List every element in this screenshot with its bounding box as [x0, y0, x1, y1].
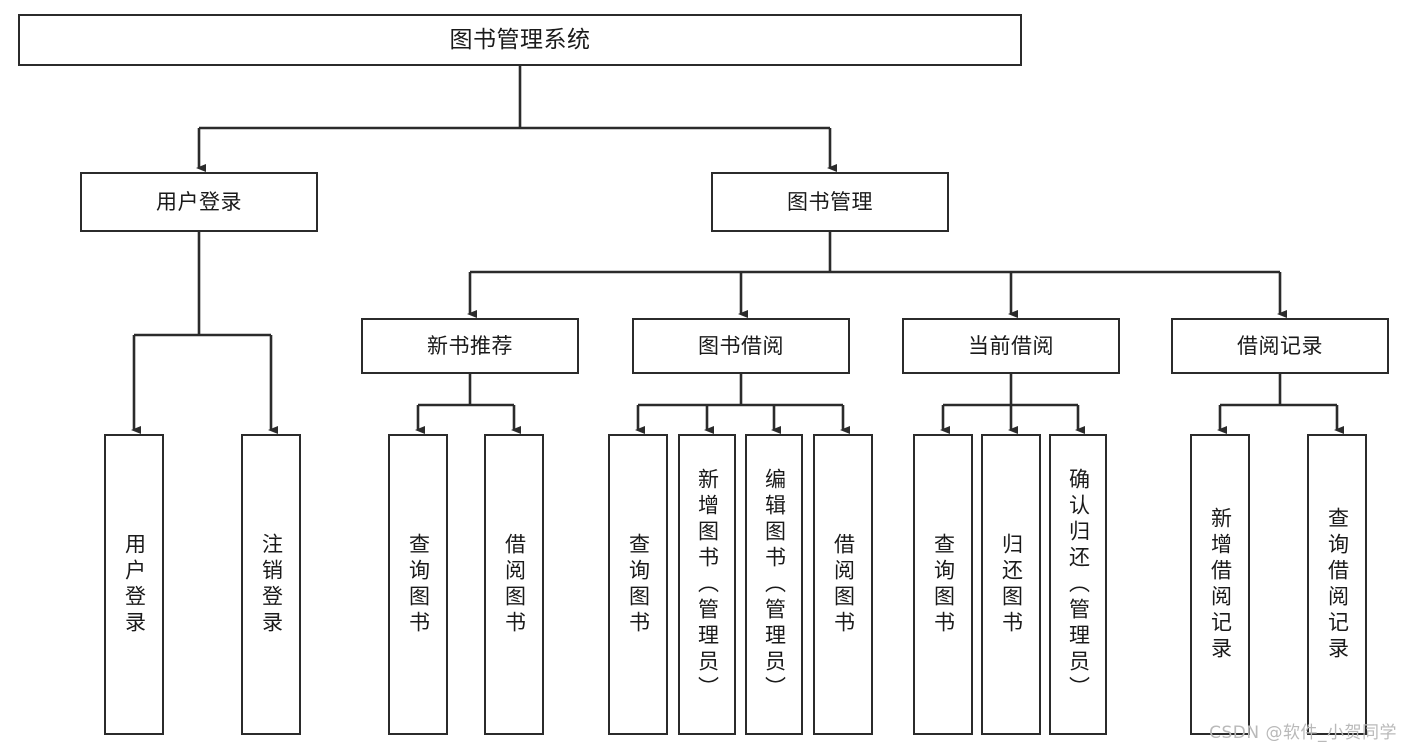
node-user-login-label: 用户登录	[156, 189, 242, 214]
node-borrow-record[interactable]: 借阅记录	[1171, 318, 1389, 374]
node-book-borrow-label: 图书借阅	[698, 333, 784, 358]
node-leaf-return-book-label: 归还图书	[999, 532, 1024, 637]
node-root[interactable]: 图书管理系统	[18, 14, 1022, 66]
node-borrow-record-label: 借阅记录	[1237, 333, 1323, 358]
node-leaf-borrow-book-1-label: 借阅图书	[502, 532, 527, 637]
node-book-manage-label: 图书管理	[787, 189, 873, 214]
node-current-borrow[interactable]: 当前借阅	[902, 318, 1120, 374]
node-leaf-user-login-label: 用户登录	[122, 532, 147, 637]
node-root-label: 图书管理系统	[449, 26, 591, 53]
node-leaf-confirm-return-label: 确认归还（管理员）	[1066, 467, 1091, 702]
node-leaf-add-book[interactable]: 新增图书（管理员）	[678, 434, 736, 735]
node-leaf-query-record-label: 查询借阅记录	[1325, 506, 1350, 663]
node-leaf-add-record[interactable]: 新增借阅记录	[1190, 434, 1250, 735]
node-current-borrow-label: 当前借阅	[968, 333, 1054, 358]
node-leaf-borrow-book-1[interactable]: 借阅图书	[484, 434, 544, 735]
node-leaf-query-book-2-label: 查询图书	[626, 532, 651, 637]
node-leaf-logout-label: 注销登录	[259, 532, 284, 637]
node-leaf-query-book-1[interactable]: 查询图书	[388, 434, 448, 735]
node-leaf-edit-book-label: 编辑图书（管理员）	[762, 467, 787, 702]
node-leaf-edit-book[interactable]: 编辑图书（管理员）	[745, 434, 803, 735]
node-leaf-return-book[interactable]: 归还图书	[981, 434, 1041, 735]
node-leaf-add-record-label: 新增借阅记录	[1208, 506, 1233, 663]
node-leaf-query-record[interactable]: 查询借阅记录	[1307, 434, 1367, 735]
node-new-book-recommend[interactable]: 新书推荐	[361, 318, 579, 374]
csdn-watermark: CSDN @软件_小贺同学	[1209, 723, 1397, 743]
node-leaf-confirm-return[interactable]: 确认归还（管理员）	[1049, 434, 1107, 735]
node-leaf-borrow-book-2-label: 借阅图书	[831, 532, 856, 637]
node-leaf-logout[interactable]: 注销登录	[241, 434, 301, 735]
node-leaf-query-book-1-label: 查询图书	[406, 532, 431, 637]
node-book-borrow[interactable]: 图书借阅	[632, 318, 850, 374]
node-leaf-query-book-3[interactable]: 查询图书	[913, 434, 973, 735]
node-leaf-borrow-book-2[interactable]: 借阅图书	[813, 434, 873, 735]
node-leaf-user-login[interactable]: 用户登录	[104, 434, 164, 735]
node-leaf-query-book-3-label: 查询图书	[931, 532, 956, 637]
node-leaf-add-book-label: 新增图书（管理员）	[695, 467, 720, 702]
node-user-login[interactable]: 用户登录	[80, 172, 318, 232]
node-leaf-query-book-2[interactable]: 查询图书	[608, 434, 668, 735]
node-new-book-recommend-label: 新书推荐	[427, 333, 513, 358]
node-book-manage[interactable]: 图书管理	[711, 172, 949, 232]
